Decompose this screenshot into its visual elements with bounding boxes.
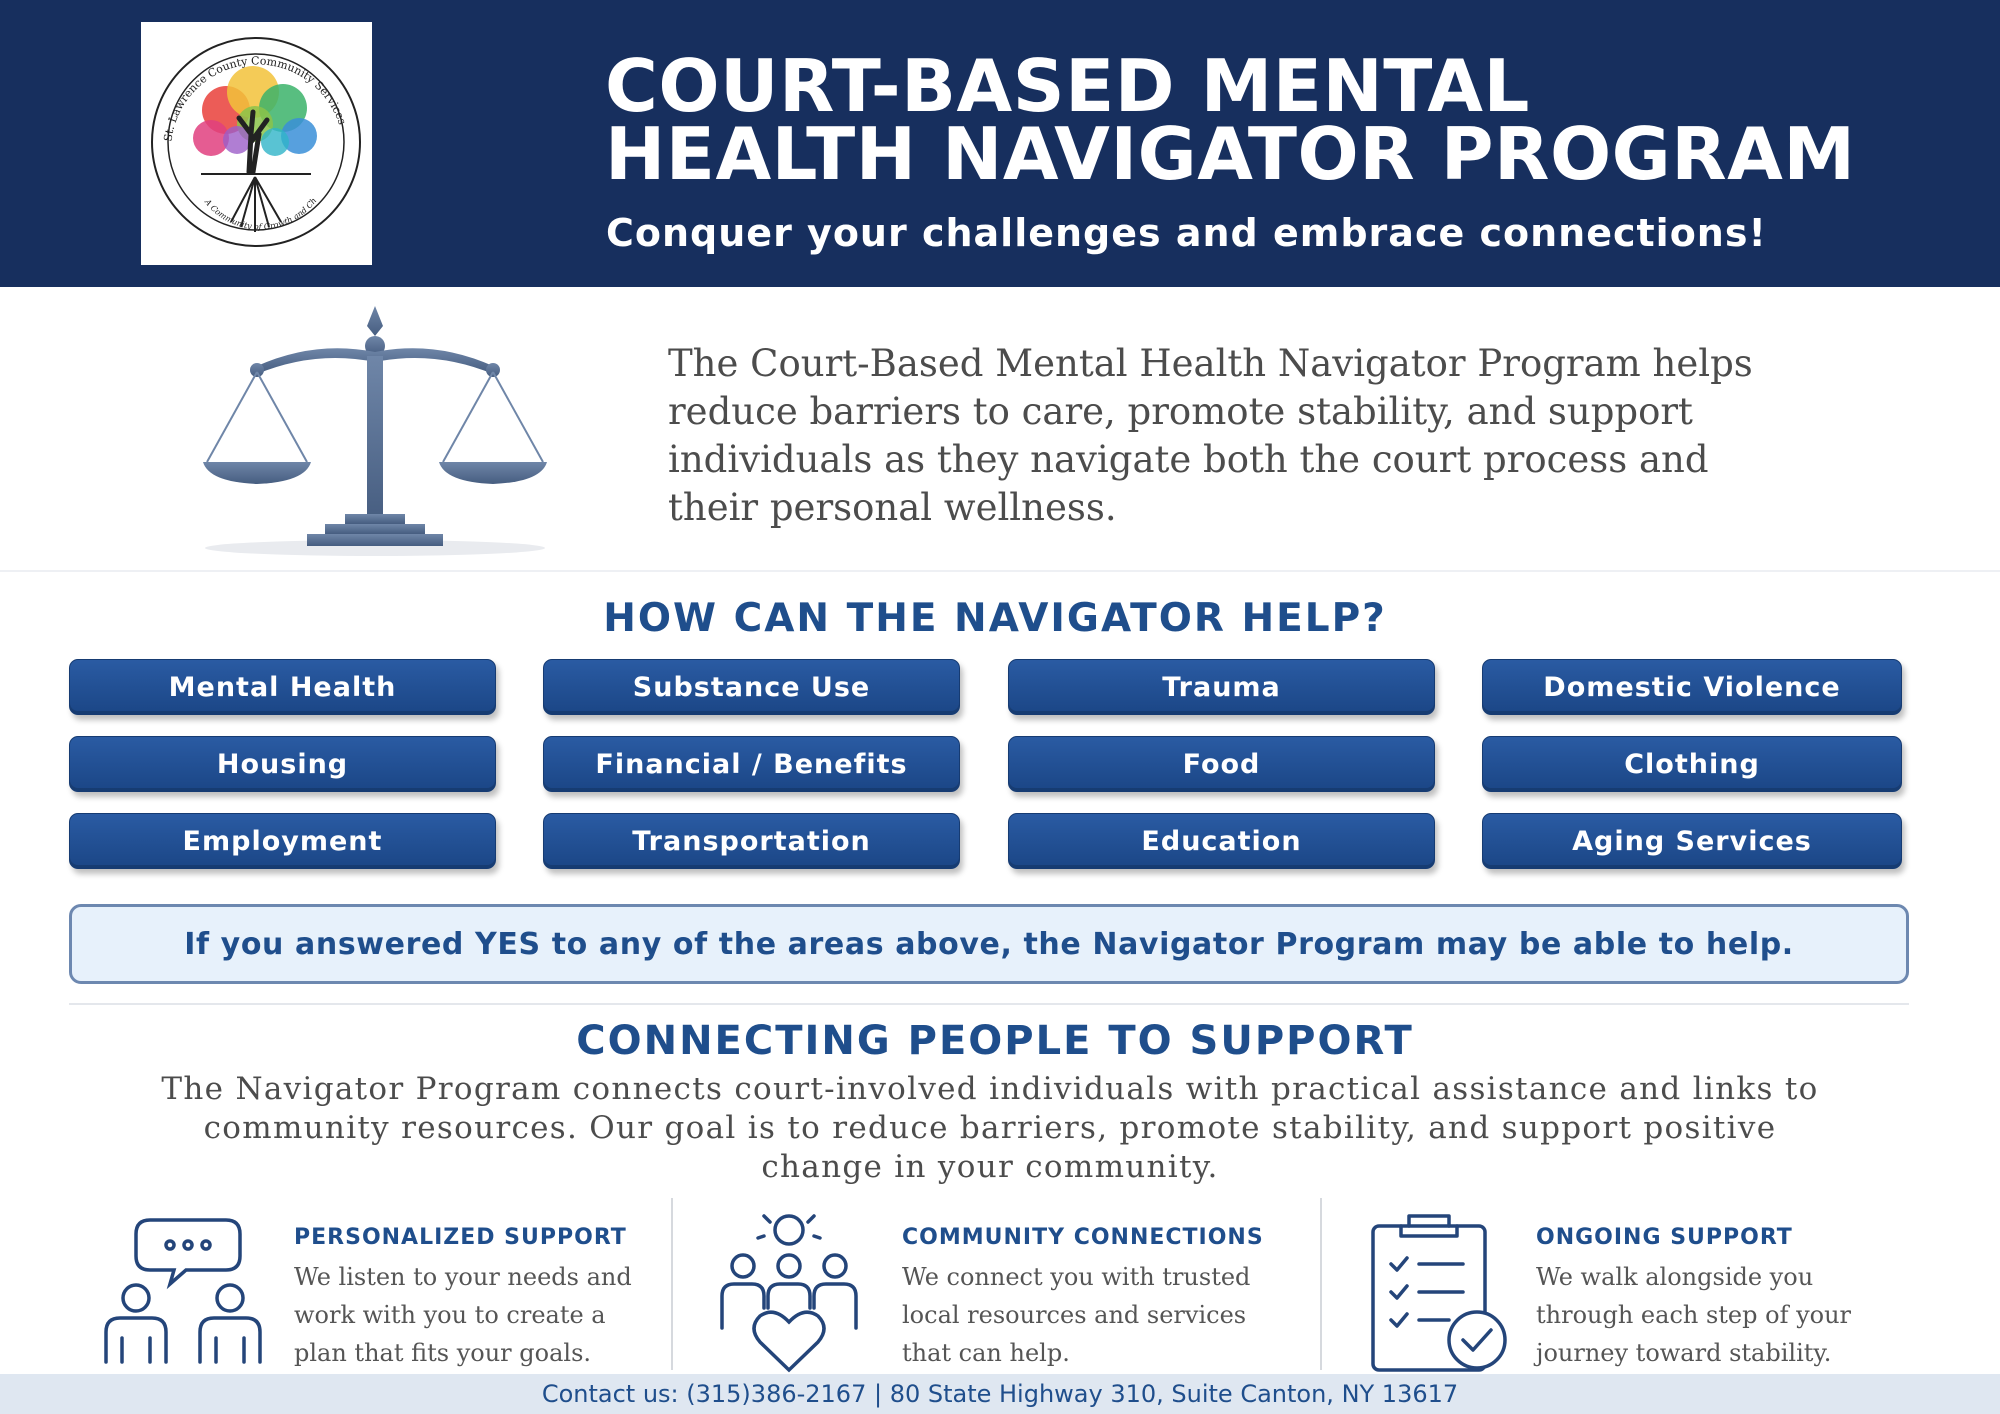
clipboard-checklist-icon [1369,1208,1509,1377]
contact-info: Contact us: (315)386-2167 | 80 State Hig… [541,1380,1459,1408]
section-divider [69,1003,1909,1005]
help-area-substance-use: Substance Use [543,659,960,715]
feature-divider [1320,1198,1322,1370]
scales-of-justice-icon [195,300,555,560]
header-banner: St. Lawrence County Community Services A… [0,0,2000,287]
help-area-transportation: Transportation [543,813,960,869]
organization-logo: St. Lawrence County Community Services A… [141,22,372,265]
help-area-mental-health: Mental Health [69,659,496,715]
help-area-education: Education [1008,813,1435,869]
feature-text-ongoing-support: We walk alongside you through each step … [1536,1263,1852,1367]
help-area-clothing: Clothing [1482,736,1902,792]
help-area-domestic-violence: Domestic Violence [1482,659,1902,715]
eligibility-callout: If you answered YES to any of the areas … [69,904,1909,984]
intro-description: The Court-Based Mental Health Navigator … [668,342,1753,529]
connecting-description: The Navigator Program connects court-inv… [161,1071,1819,1185]
feature-text-personalized-support: We listen to your needs and work with yo… [294,1263,632,1367]
help-area-aging-services: Aging Services [1482,813,1902,869]
contact-footer: Contact us: (315)386-2167 | 80 State Hig… [0,1374,2000,1414]
help-area-food: Food [1008,736,1435,792]
title-line-1: COURT-BASED MENTAL [605,44,1530,128]
help-area-housing: Housing [69,736,496,792]
feature-title-personalized-support: PERSONALIZED SUPPORT [294,1225,627,1250]
community-heart-icon [714,1208,864,1377]
help-area-trauma: Trauma [1008,659,1435,715]
feature-text-community-connections: We connect you with trusted local resour… [902,1263,1251,1367]
people-talking-icon [98,1210,268,1369]
tagline: Conquer your challenges and embrace conn… [606,211,1767,255]
title-line-2: HEALTH NAVIGATOR PROGRAM [605,112,1856,196]
feature-divider [671,1198,673,1370]
feature-title-ongoing-support: ONGOING SUPPORT [1536,1225,1793,1250]
help-area-financial-benefits: Financial / Benefits [543,736,960,792]
connecting-section-title: CONNECTING PEOPLE TO SUPPORT [576,1018,1414,1064]
feature-title-community-connections: COMMUNITY CONNECTIONS [902,1225,1264,1250]
page-title: COURT-BASED MENTAL HEALTH NAVIGATOR PROG… [605,44,1965,196]
help-section-title: HOW CAN THE NAVIGATOR HELP? [603,596,1387,641]
help-area-employment: Employment [69,813,496,869]
